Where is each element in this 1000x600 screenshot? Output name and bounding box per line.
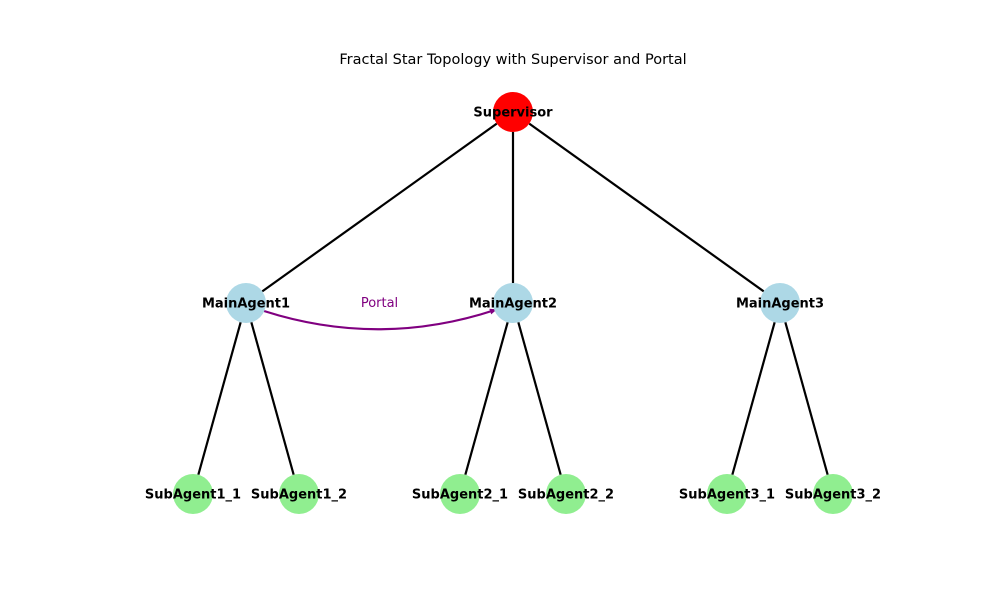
node-label-sub1_2: SubAgent1_2 [251,488,347,503]
node-label-sub2_1: SubAgent2_1 [412,488,508,503]
diagram-title: Fractal Star Topology with Supervisor an… [339,52,686,68]
node-label-sub2_2: SubAgent2_2 [518,488,614,503]
node-main3: MainAgent3 [736,283,824,323]
edge-main2-sub2_2 [517,321,562,476]
node-circle-main1 [226,283,266,323]
node-sub1_1: SubAgent1_1 [145,474,241,514]
edge-main2-sub2_1 [464,321,509,476]
edge-main1-sub1_1 [197,321,242,476]
edge-main1-sub1_2 [250,321,295,476]
node-main1: MainAgent1 [202,283,290,323]
node-label-sub1_1: SubAgent1_1 [145,488,241,503]
edge-supervisor-main1 [261,122,498,293]
edges-layer [197,122,829,476]
node-circle-sub3_1 [707,474,747,514]
edge-main3-sub3_1 [731,321,776,476]
node-label-sub3_2: SubAgent3_2 [785,488,881,503]
node-circle-main2 [493,283,533,323]
node-sub3_1: SubAgent3_1 [679,474,775,514]
node-sub1_2: SubAgent1_2 [251,474,347,514]
node-label-main3: MainAgent3 [736,297,824,312]
node-circle-supervisor [493,92,533,132]
node-label-sub3_1: SubAgent3_1 [679,488,775,503]
node-label-main2: MainAgent2 [469,297,557,312]
node-circle-sub2_2 [546,474,586,514]
node-circle-sub1_2 [279,474,319,514]
node-circle-sub2_1 [440,474,480,514]
node-circle-sub1_1 [173,474,213,514]
edge-main3-sub3_2 [784,321,829,476]
portal-label: Portal [361,296,398,311]
node-label-main1: MainAgent1 [202,297,290,312]
node-label-supervisor: Supervisor [473,106,553,121]
node-sub2_1: SubAgent2_1 [412,474,508,514]
portal-edge [263,308,496,331]
node-sub3_2: SubAgent3_2 [785,474,881,514]
node-supervisor: Supervisor [473,92,553,132]
node-sub2_2: SubAgent2_2 [518,474,614,514]
node-main2: MainAgent2 [469,283,557,323]
node-circle-main3 [760,283,800,323]
node-circle-sub3_2 [813,474,853,514]
edge-supervisor-main3 [528,122,765,293]
portal-layer: Portal [263,296,497,331]
